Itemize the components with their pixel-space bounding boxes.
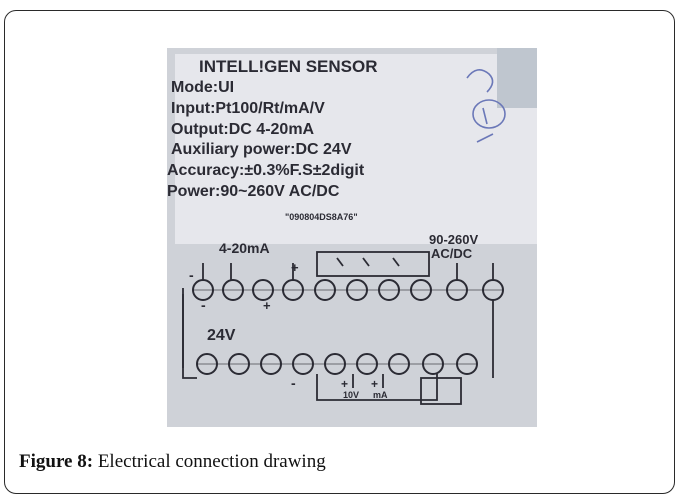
handwriting-mark [466, 69, 506, 143]
label-line-aux-power: Auxiliary power:DC 24V [171, 141, 352, 158]
diagram-plus-bottom-a: + [341, 377, 348, 391]
diagram-plus-top: + [291, 260, 299, 275]
wiring-lines [182, 251, 494, 405]
figure-label: Figure 8: [19, 451, 94, 472]
diagram-label-10v: 10V [343, 390, 359, 400]
diagram-plus-bottom-b: + [371, 377, 378, 391]
diagram-plus-mid: + [263, 298, 271, 313]
label-line-mode: Mode:UI [171, 79, 234, 96]
figure-frame: INTELL!GEN SENSOR Mode:UI Input:Pt100/Rt… [4, 10, 675, 494]
label-line-accuracy: Accuracy:±0.3%F.S±2digit [167, 162, 365, 179]
label-line-input: Input:Pt100/Rt/mA/V [171, 100, 325, 117]
diagram-label-ma: mA [373, 390, 388, 400]
figure-caption-text: Electrical connection drawing [97, 451, 326, 472]
label-line-serial: "090804DS8A76" [285, 212, 358, 222]
diagram-label-4-20ma: 4-20mA [219, 240, 270, 256]
diagram-label-90-260v: 90-260V [429, 232, 478, 247]
diagram-label-24v: 24V [207, 327, 236, 344]
label-line-title: INTELL!GEN SENSOR [199, 57, 378, 76]
label-line-power: Power:90~260V AC/DC [167, 183, 340, 200]
label-line-output: Output:DC 4-20mA [171, 121, 315, 138]
figure-caption: Figure 8: Electrical connection drawing [19, 451, 326, 473]
diagram-minus-top: - [189, 267, 194, 283]
diagram-label-acdc: AC/DC [431, 246, 473, 261]
diagram-minus-bottom: - [291, 375, 296, 391]
diagram-minus-mid: - [201, 297, 206, 313]
sensor-label-photo: INTELL!GEN SENSOR Mode:UI Input:Pt100/Rt… [167, 48, 537, 427]
